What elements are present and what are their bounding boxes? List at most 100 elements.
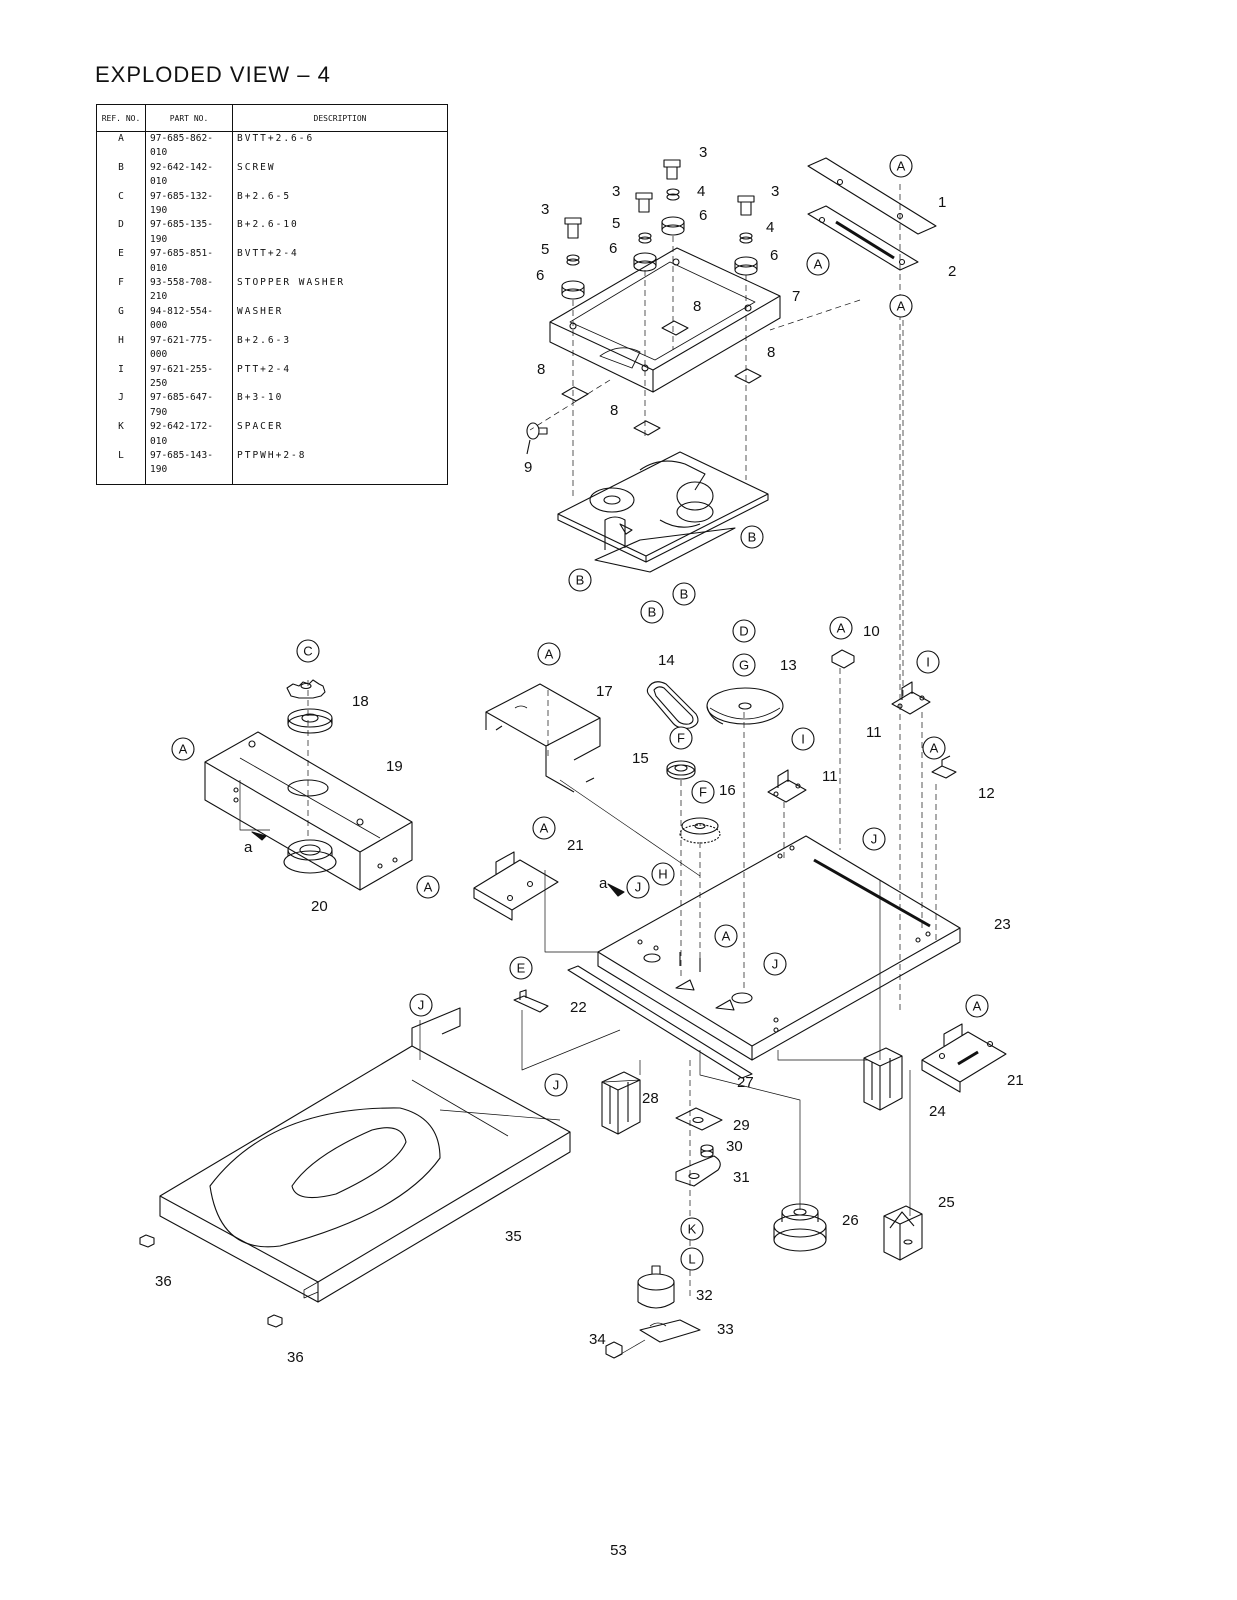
part-no-cell: 97-685-647-790	[145, 391, 233, 421]
part-number-label: 6	[699, 207, 707, 224]
description-cell: B+3-10	[232, 391, 448, 421]
callout-letter: I	[926, 655, 930, 670]
page-number: 53	[610, 1542, 627, 1559]
part-number-label: a	[599, 875, 608, 892]
pulley-20	[283, 839, 337, 874]
part-number-label: 6	[770, 247, 778, 264]
part-no-cell: 97-621-775-000	[145, 333, 233, 363]
callout-letter: A	[179, 742, 188, 757]
part-number-label: 27	[737, 1074, 754, 1091]
arrows-a	[251, 831, 625, 897]
part-number-label: 8	[693, 298, 701, 315]
callout-letter: B	[576, 573, 585, 588]
part-number-label: 2	[948, 263, 956, 280]
callout-letter: H	[658, 867, 667, 882]
callout-letter: J	[635, 880, 642, 895]
description-cell: STOPPER WASHER	[232, 276, 448, 305]
part-number-label: 8	[610, 402, 618, 419]
callout-ref-h-1: H	[651, 862, 675, 886]
part-number-label: 29	[733, 1117, 750, 1134]
callout-ref-l-1: L	[680, 1247, 704, 1271]
gear-18	[286, 679, 333, 734]
callout-ref-e-1: E	[509, 956, 533, 980]
screw-3-mid-left	[635, 192, 653, 213]
callout-ref-a-3: A	[889, 294, 913, 318]
part-no-cell: 97-685-862-010	[145, 131, 233, 161]
part-no-cell: 93-558-708-210	[145, 276, 233, 305]
assembly-guide-lines	[307, 184, 937, 1300]
part-number-label: 26	[842, 1212, 859, 1229]
part-number-label: 21	[1007, 1072, 1024, 1089]
part-number-label: 31	[733, 1169, 750, 1186]
leader-lines	[239, 779, 911, 1359]
ref-no-cell: C	[96, 189, 146, 219]
bracket-19	[204, 731, 413, 891]
ref-no-cell: A	[96, 131, 146, 161]
callout-ref-c-1: C	[296, 639, 320, 663]
part-number-label: 10	[863, 623, 880, 640]
description-cell: B+2.6-3	[232, 333, 448, 363]
callout-letter: A	[540, 821, 549, 836]
callout-letter: A	[973, 999, 982, 1014]
part-number-label: 34	[589, 1331, 606, 1348]
callout-ref-a-6: A	[171, 737, 195, 761]
part-number-label: 36	[155, 1273, 172, 1290]
ref-no-cell: H	[96, 333, 146, 363]
description-cell: B+2.6-5	[232, 189, 448, 219]
part-number-label: 18	[352, 693, 369, 710]
part-number-label: a	[244, 839, 253, 856]
ref-no-cell: G	[96, 304, 146, 334]
table-header-row: REF. NO. PART NO. DESCRIPTION	[96, 104, 448, 132]
screw-22	[513, 989, 549, 1013]
part-number-label: 5	[612, 215, 620, 232]
plate-31	[675, 1155, 721, 1187]
description-cell: SPACER	[232, 420, 448, 449]
part-number-label: 22	[570, 999, 587, 1016]
plate-29	[675, 1107, 723, 1131]
description-cell: WASHER	[232, 304, 448, 334]
part-number-label: 35	[505, 1228, 522, 1245]
callout-ref-b-3: B	[672, 582, 696, 606]
part-no-cell: 97-685-143-190	[145, 448, 233, 485]
part-no-cell: 92-642-142-010	[145, 160, 233, 190]
clip-34	[605, 1341, 623, 1359]
disc-tray-35	[159, 1007, 571, 1303]
part-number-label: 11	[866, 724, 882, 741]
callout-letter: A	[897, 299, 906, 314]
callout-ref-j-2: J	[626, 875, 650, 899]
part-number-label: 20	[311, 898, 328, 915]
callout-letter: F	[699, 785, 707, 800]
support-24	[863, 1047, 903, 1111]
callout-letter: A	[722, 929, 731, 944]
callout-ref-a-2: A	[806, 252, 830, 276]
callout-letter: J	[418, 998, 425, 1013]
ref-no-cell: F	[96, 276, 146, 305]
part-number-label: 14	[658, 652, 675, 669]
bracket-17	[485, 683, 601, 793]
callout-letter: B	[748, 530, 757, 545]
part-number-label: 9	[524, 459, 532, 476]
description-cell: BVTT+2-4	[232, 247, 448, 277]
bracket-33	[639, 1319, 701, 1343]
main-chassis-23	[597, 835, 961, 1061]
callout-letter: B	[680, 587, 689, 602]
part-number-label: 7	[792, 288, 800, 305]
part-number-label: 33	[717, 1321, 734, 1338]
part-no-cell: 97-621-255-250	[145, 362, 233, 392]
part-number-label: 8	[537, 361, 545, 378]
part-number-label: 3	[612, 183, 620, 200]
callout-ref-j-4: J	[409, 993, 433, 1017]
part-number-label: 28	[642, 1090, 659, 1107]
bracket-10	[831, 649, 855, 669]
callout-ref-j-1: J	[862, 827, 886, 851]
callout-letter: A	[424, 880, 433, 895]
bracket-12	[931, 755, 957, 779]
part-number-label: 4	[697, 183, 705, 200]
bracket-21-right	[921, 1023, 1007, 1093]
